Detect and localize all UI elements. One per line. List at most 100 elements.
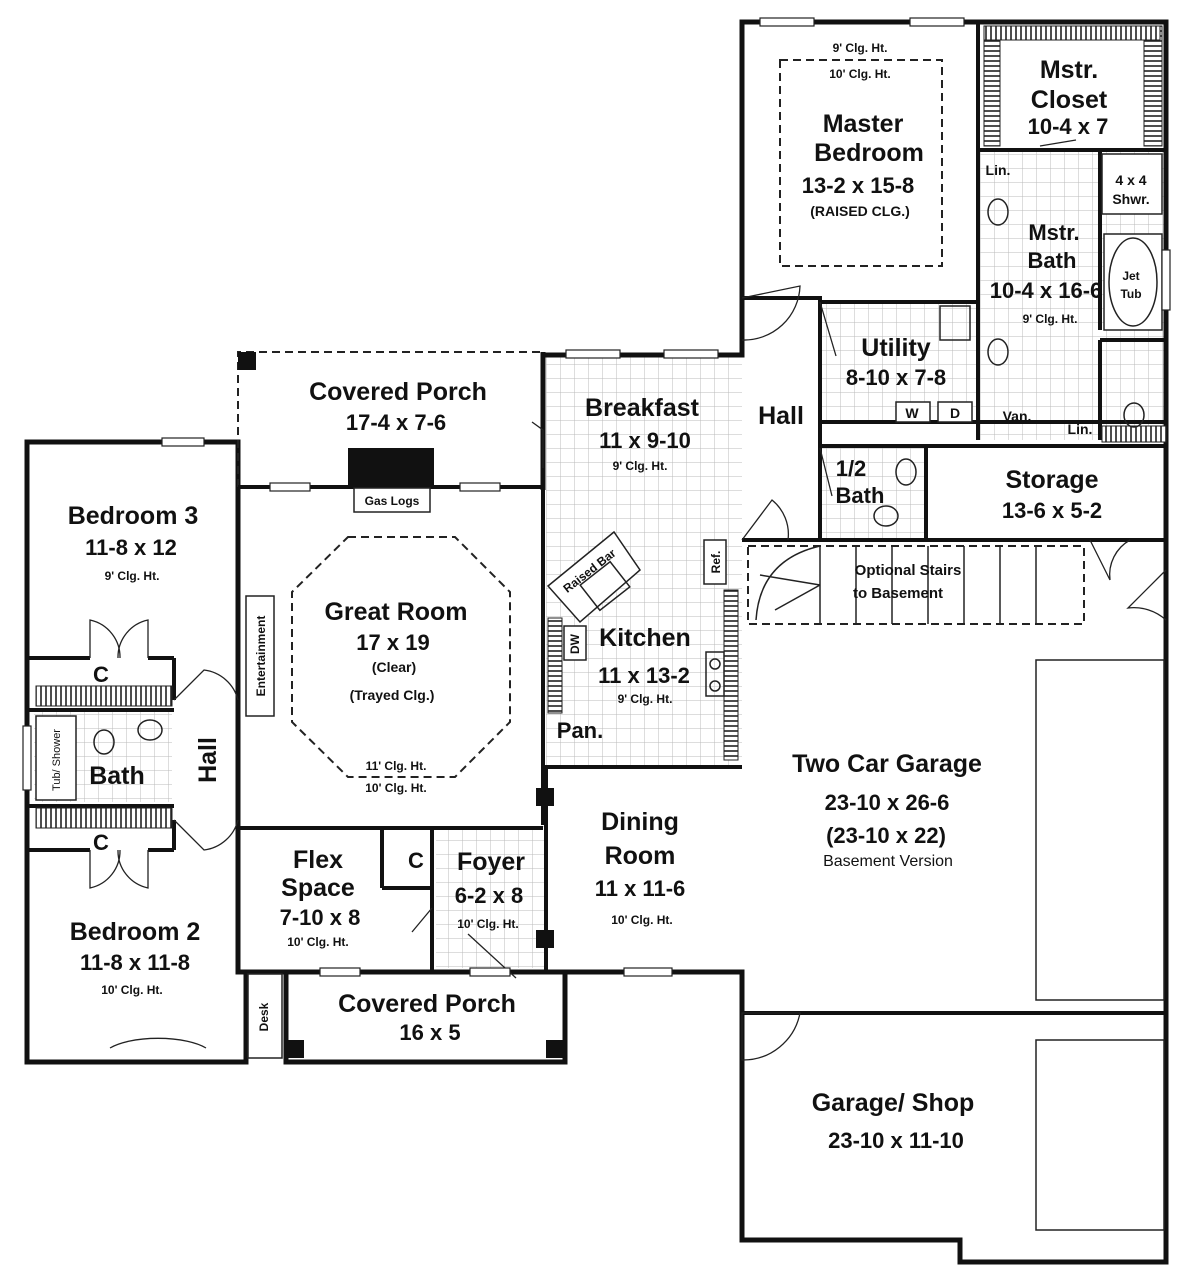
svg-text:9' Clg. Ht.: 9' Clg. Ht. (1023, 312, 1078, 326)
svg-text:(23-10 x 22): (23-10 x 22) (826, 823, 946, 848)
svg-text:Bath: Bath (1028, 248, 1077, 273)
svg-text:Ref.: Ref. (709, 551, 723, 574)
svg-text:Flex: Flex (293, 846, 343, 874)
svg-text:(Clear): (Clear) (372, 659, 416, 675)
svg-text:Covered Porch: Covered Porch (338, 990, 516, 1018)
svg-text:Pan.: Pan. (557, 718, 603, 743)
svg-text:10' Clg. Ht.: 10' Clg. Ht. (611, 913, 673, 927)
cabinets (35, 25, 1167, 829)
svg-text:17 x 19: 17 x 19 (356, 630, 429, 655)
svg-text:D: D (950, 405, 960, 421)
label-hall-right: Hall (758, 402, 804, 430)
svg-text:7-10 x 8: 7-10 x 8 (280, 905, 361, 930)
svg-text:Bath: Bath (836, 483, 885, 508)
svg-text:13-2 x 15-8: 13-2 x 15-8 (802, 173, 915, 198)
svg-text:11-8 x 12: 11-8 x 12 (85, 535, 177, 560)
label-desk: Desk (257, 1002, 271, 1031)
svg-text:Gas Logs: Gas Logs (365, 494, 420, 508)
svg-text:10' Clg. Ht.: 10' Clg. Ht. (457, 917, 519, 931)
label-closet-top: C (93, 662, 109, 687)
svg-text:to Basement: to Basement (853, 585, 943, 602)
svg-text:Two Car Garage: Two Car Garage (792, 750, 982, 778)
svg-text:6-2 x 8: 6-2 x 8 (455, 883, 524, 908)
room-bath: Bath Tub/ Shower (51, 729, 145, 791)
svg-text:(Trayed Clg.): (Trayed Clg.) (350, 687, 435, 703)
svg-text:Jet: Jet (1122, 269, 1139, 283)
room-bedroom-3: Bedroom 3 11-8 x 12 9' Clg. Ht. (68, 502, 199, 583)
room-master-bath: Lin. 4 x 4 Shwr. Mstr. Bath 10-4 x 16-6 … (986, 162, 1150, 437)
room-dining: Dining Room 11 x 11-6 10' Clg. Ht. (595, 808, 686, 927)
svg-text:W: W (905, 405, 919, 421)
svg-text:Closet: Closet (1031, 86, 1108, 114)
label-closet-foyer: C (408, 848, 424, 873)
svg-text:Bedroom: Bedroom (814, 139, 924, 167)
svg-text:23-10 x 11-10: 23-10 x 11-10 (828, 1128, 964, 1153)
svg-text:9' Clg. Ht.: 9' Clg. Ht. (833, 41, 888, 55)
great-room-tray-outline (291, 536, 511, 778)
svg-text:Bath: Bath (89, 762, 145, 790)
svg-text:9' Clg. Ht.: 9' Clg. Ht. (105, 569, 160, 583)
svg-text:Tub: Tub (1120, 287, 1141, 301)
shop-door-outline (1035, 1039, 1165, 1231)
svg-text:Optional Stairs: Optional Stairs (855, 562, 962, 579)
svg-text:16 x 5: 16 x 5 (399, 1020, 460, 1045)
svg-text:Mstr.: Mstr. (1040, 56, 1098, 84)
svg-text:DW: DW (568, 633, 582, 654)
svg-text:11 x 11-6: 11 x 11-6 (595, 876, 686, 901)
svg-text:4 x 4: 4 x 4 (1115, 172, 1146, 188)
garage-door-outline (1035, 659, 1165, 1001)
svg-text:Bedroom 2: Bedroom 2 (70, 918, 201, 946)
label-hall-left: Hall (194, 737, 222, 783)
master-raised-ceiling-outline (779, 59, 943, 267)
svg-text:11' Clg. Ht.: 11' Clg. Ht. (366, 759, 427, 773)
room-bedroom-2: Bedroom 2 11-8 x 11-8 10' Clg. Ht. (70, 918, 201, 997)
svg-text:Van.: Van. (1003, 408, 1032, 424)
label-closet-bottom: C (93, 830, 109, 855)
svg-text:Room: Room (605, 842, 676, 870)
svg-text:Storage: Storage (1005, 466, 1098, 494)
room-master-closet: Mstr. Closet 10-4 x 7 (1028, 56, 1109, 139)
room-utility: Utility 8-10 x 7-8 W D (846, 334, 960, 421)
fixtures (35, 153, 1163, 1059)
stairs-label: Optional Stairs to Basement (853, 562, 961, 602)
svg-text:1/2: 1/2 (836, 456, 867, 481)
room-covered-porch-back: Covered Porch 17-4 x 7-6 Gas Logs (309, 378, 487, 508)
optional-stairs (747, 545, 1085, 625)
svg-text:10' Clg. Ht.: 10' Clg. Ht. (829, 67, 891, 81)
svg-text:10-4 x 16-6: 10-4 x 16-6 (990, 278, 1103, 303)
svg-text:Mstr.: Mstr. (1028, 220, 1079, 245)
room-breakfast: Breakfast 11 x 9-10 9' Clg. Ht. (585, 394, 700, 473)
svg-text:Great Room: Great Room (324, 598, 467, 626)
svg-text:11 x 9-10: 11 x 9-10 (599, 428, 691, 453)
room-garage-shop: Garage/ Shop 23-10 x 11-10 (812, 1089, 975, 1153)
room-foyer: Foyer 6-2 x 8 10' Clg. Ht. (455, 848, 526, 931)
windows (22, 17, 1171, 977)
svg-text:Covered Porch: Covered Porch (309, 378, 487, 406)
room-half-bath: 1/2 Bath (836, 456, 885, 508)
svg-text:Master: Master (823, 110, 904, 138)
svg-text:11 x 13-2: 11 x 13-2 (598, 663, 690, 688)
svg-text:Lin.: Lin. (1068, 421, 1093, 437)
svg-text:(RAISED CLG.): (RAISED CLG.) (810, 203, 910, 219)
svg-text:9' Clg. Ht.: 9' Clg. Ht. (618, 692, 673, 706)
svg-text:11-8 x 11-8: 11-8 x 11-8 (80, 950, 190, 975)
svg-text:8-10 x 7-8: 8-10 x 7-8 (846, 365, 946, 390)
room-covered-porch-front: Covered Porch 16 x 5 (338, 990, 516, 1045)
svg-text:Basement Version: Basement Version (823, 853, 953, 870)
room-great-room: Great Room 17 x 19 (Clear) (Trayed Clg.)… (254, 598, 468, 795)
door-swings (89, 139, 1167, 1061)
room-storage: Storage 13-6 x 5-2 (1002, 466, 1102, 523)
svg-text:10-4 x 7: 10-4 x 7 (1028, 114, 1109, 139)
svg-text:Bedroom 3: Bedroom 3 (68, 502, 199, 530)
room-master-bedroom: 9' Clg. Ht. 10' Clg. Ht. Master Bedroom … (802, 41, 924, 219)
svg-text:Entertainment: Entertainment (254, 616, 268, 697)
svg-text:Shwr.: Shwr. (1112, 191, 1149, 207)
room-two-car-garage: Two Car Garage 23-10 x 26-6 (23-10 x 22)… (792, 750, 982, 870)
svg-text:Lin.: Lin. (986, 162, 1011, 178)
svg-text:Garage/ Shop: Garage/ Shop (812, 1089, 975, 1117)
svg-text:13-6 x 5-2: 13-6 x 5-2 (1002, 498, 1102, 523)
svg-text:23-10 x 26-6: 23-10 x 26-6 (825, 790, 950, 815)
svg-text:10' Clg. Ht.: 10' Clg. Ht. (287, 935, 349, 949)
room-flex-space: Flex Space 7-10 x 8 10' Clg. Ht. (280, 846, 361, 949)
